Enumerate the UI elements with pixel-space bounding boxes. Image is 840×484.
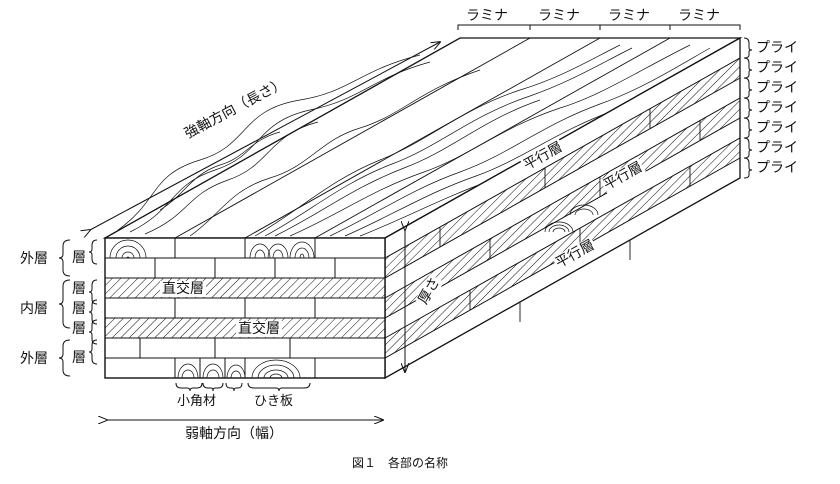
inner-layer-label: 内層 <box>20 301 48 317</box>
sawn-board-label: ひき板 <box>254 394 294 409</box>
layer-label-2: 層 <box>72 281 86 297</box>
figure-caption: 図１ 各部の名称 <box>352 456 449 470</box>
lamina-label-2: ラミナ <box>538 8 580 24</box>
front-end-grain <box>109 239 315 379</box>
layer-label-1: 層 <box>72 250 86 266</box>
strong-axis-arrow <box>90 42 440 230</box>
cross-layer-label-2: 直交層 <box>236 321 282 337</box>
cross-layer-label-1: 直交層 <box>160 281 206 297</box>
ply-label-7: プライ <box>756 160 798 176</box>
front-joints <box>139 238 336 378</box>
outer-layer-label-bottom: 外層 <box>20 351 48 367</box>
left-braces <box>58 239 98 377</box>
side-joints <box>439 109 701 322</box>
ply-label-4: プライ <box>756 100 798 116</box>
lamina-label-1: ラミナ <box>466 8 508 24</box>
side-end-grain <box>544 204 599 233</box>
ply-braces <box>743 37 753 179</box>
ply-label-6: プライ <box>756 140 798 156</box>
small-lumber-label: 小角材 <box>177 394 217 409</box>
ply-label-2: プライ <box>756 60 798 76</box>
bottom-braces <box>175 382 311 392</box>
layer-label-5: 層 <box>72 350 86 366</box>
layer-label-4: 層 <box>72 321 86 337</box>
layer-label-3: 層 <box>72 301 86 317</box>
ply-label-5: プライ <box>756 120 798 136</box>
ply-label-3: プライ <box>756 80 798 96</box>
lamina-label-4: ラミナ <box>678 8 720 24</box>
lamina-bracket <box>457 24 741 30</box>
ply-label-1: プライ <box>756 40 798 56</box>
outer-layer-label-top: 外層 <box>20 251 48 267</box>
lamina-label-3: ラミナ <box>608 8 650 24</box>
weak-axis-label: 弱軸方向（幅） <box>185 426 283 442</box>
